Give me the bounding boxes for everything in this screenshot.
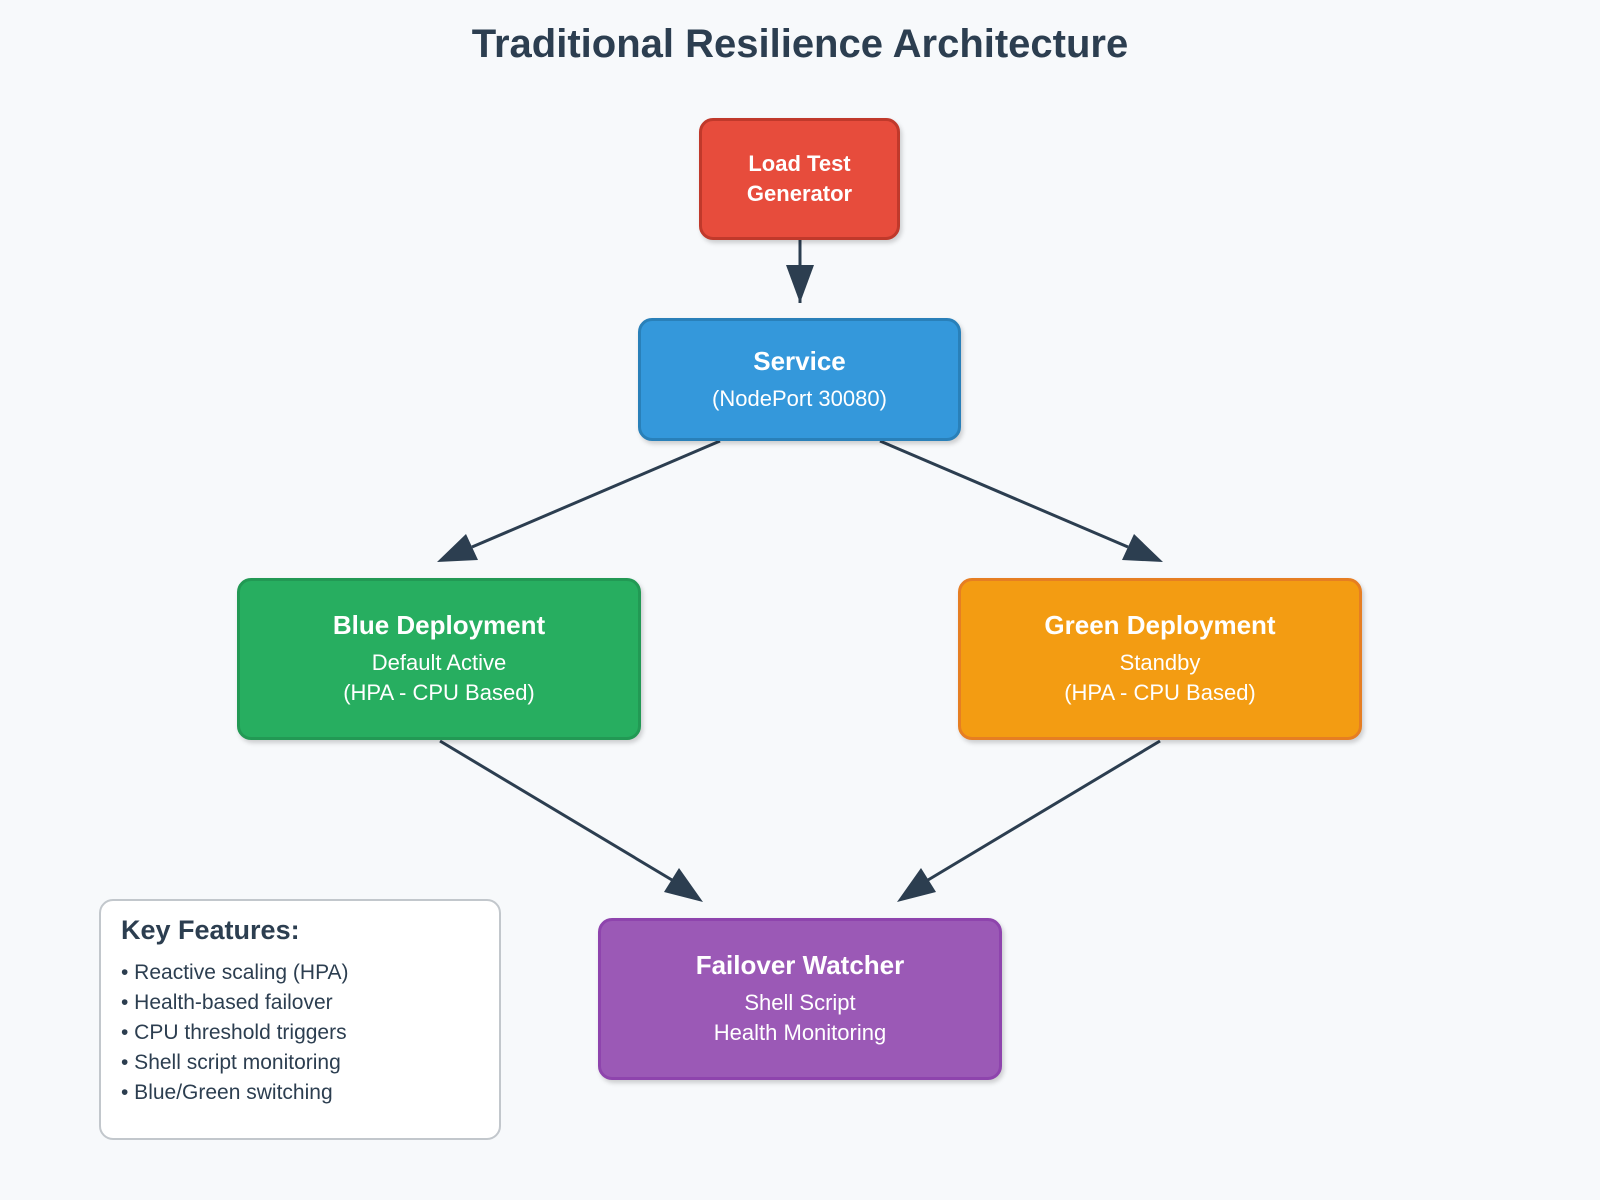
arrowhead-service-to-green xyxy=(1122,534,1163,562)
key-features-box: Key Features: • Reactive scaling (HPA) •… xyxy=(99,899,501,1140)
failover-watcher-node: Failover Watcher Shell Script Health Mon… xyxy=(598,918,1002,1080)
arrowhead-load-to-service xyxy=(786,265,814,303)
green-deployment-scaling: (HPA - CPU Based) xyxy=(1064,680,1256,705)
key-feature-item: • Blue/Green switching xyxy=(121,1081,333,1104)
failover-watcher-title: Failover Watcher xyxy=(695,950,905,980)
arrowhead-service-to-blue xyxy=(437,534,478,562)
key-features-title: Key Features: xyxy=(121,915,300,945)
arrow-green-to-watcher xyxy=(927,739,1161,882)
service-node: Service (NodePort 30080) xyxy=(638,318,961,441)
blue-deployment-scaling: (HPA - CPU Based) xyxy=(343,680,535,705)
failover-watcher-line1: Shell Script xyxy=(744,990,856,1015)
key-feature-item: • CPU threshold triggers xyxy=(121,1021,347,1044)
key-feature-item: • Health-based failover xyxy=(121,991,333,1014)
green-deployment-node: Green Deployment Standby (HPA - CPU Base… xyxy=(958,578,1362,740)
load-test-label-line1: Load Test xyxy=(748,151,851,176)
arrow-blue-to-watcher xyxy=(439,739,673,882)
blue-deployment-status: Default Active xyxy=(371,650,507,675)
load-test-label-line2: Generator xyxy=(746,181,853,206)
service-subtitle: (NodePort 30080) xyxy=(712,385,887,411)
green-deployment-title: Green Deployment xyxy=(1044,610,1276,640)
key-feature-item: • Shell script monitoring xyxy=(121,1051,341,1074)
load-test-generator-node: Load Test Generator xyxy=(699,118,900,240)
service-title: Service xyxy=(753,345,846,376)
diagram-title: Traditional Resilience Architecture xyxy=(471,22,1129,66)
arrow-service-to-blue xyxy=(471,439,721,549)
blue-deployment-node: Blue Deployment Default Active (HPA - CP… xyxy=(237,578,641,740)
key-feature-item: • Reactive scaling (HPA) xyxy=(121,961,349,984)
arrowhead-blue-to-watcher xyxy=(664,868,703,902)
arrowhead-green-to-watcher xyxy=(897,868,936,902)
green-deployment-status: Standby xyxy=(1119,650,1201,675)
failover-watcher-line2: Health Monitoring xyxy=(713,1020,887,1045)
arrow-service-to-green xyxy=(879,439,1129,549)
blue-deployment-title: Blue Deployment xyxy=(332,610,546,640)
